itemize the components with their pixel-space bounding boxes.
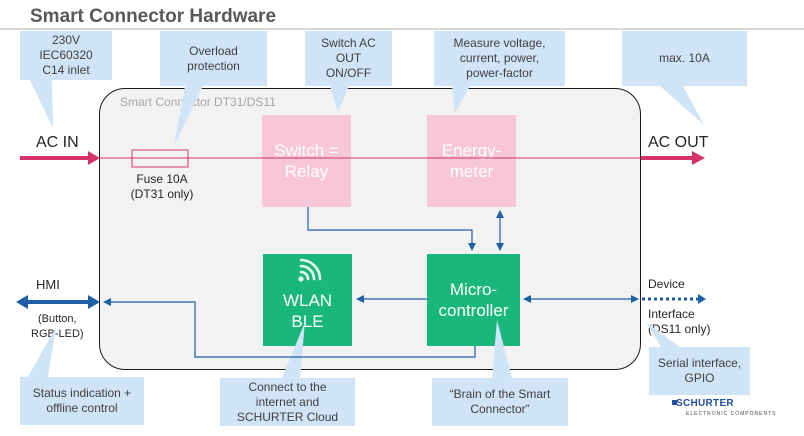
- energy-meter-block: Energy- meter: [427, 115, 516, 207]
- callout-pointer-overload: [174, 86, 203, 146]
- callout-overload: Overload protection: [160, 31, 267, 86]
- switch-relay-block: Switch = Relay: [262, 115, 351, 207]
- fuse-label: Fuse 10A (DT31 only): [130, 172, 194, 201]
- schurter-logo-tagline: ELECTRONIC COMPONENTS: [686, 411, 777, 417]
- callout-pointer-ac-in: [30, 80, 53, 128]
- ac-in-label: AC IN: [36, 134, 79, 151]
- diagram-title: Smart Connector Hardware: [30, 6, 277, 27]
- callout-status: Status indication + offline control: [20, 377, 144, 425]
- hmi-arrowhead-left: [16, 295, 28, 309]
- fuse-symbol: [131, 149, 189, 168]
- callout-pointer-serial: [646, 322, 680, 347]
- callout-brain: “Brain of the Smart Connector”: [432, 378, 568, 426]
- callout-connect: Connect to the internet and SCHURTER Clo…: [220, 378, 355, 426]
- title-underline: [0, 28, 804, 30]
- callout-max-current: max. 10A: [622, 31, 747, 86]
- callout-pointer-measure: [452, 86, 470, 113]
- callout-switch: Switch AC OUT ON/OFF: [305, 31, 392, 86]
- callout-measure: Measure voltage, current, power, power-f…: [434, 31, 565, 86]
- relay-to-micro-line: [307, 207, 476, 251]
- device-interface-sub-label: Interface (DS11 only): [648, 307, 711, 336]
- callout-pointer-switch: [330, 86, 349, 113]
- micro-to-hmi-line: [103, 298, 476, 358]
- schurter-logo: SCHURTER: [676, 398, 734, 409]
- device-label: Smart Connector DT31/DS11: [120, 95, 276, 109]
- logo-square-icon: [672, 400, 677, 405]
- wlan-ble-block: WLAN BLE: [263, 254, 352, 346]
- callout-ac-inlet: 230V IEC60320 C14 inlet: [20, 31, 112, 80]
- microcontroller-block: Micro- controller: [427, 254, 520, 346]
- ac-in-arrowhead: [88, 151, 100, 165]
- callout-pointer-max: [660, 86, 704, 125]
- ac-out-arrowhead: [692, 151, 705, 165]
- wifi-icon: [298, 258, 322, 282]
- hmi-label: HMI: [36, 277, 60, 292]
- hmi-arrowhead-right: [88, 295, 100, 309]
- hmi-sub-label: (Button, RGB-LED): [31, 313, 84, 340]
- callout-pointer-brain: [492, 320, 512, 378]
- device-interface-arrowhead: [698, 294, 706, 304]
- device-interface-label: Device: [648, 277, 685, 291]
- callout-pointer-status: [28, 327, 56, 377]
- callout-serial: Serial interface, GPIO: [649, 347, 750, 395]
- device-enclosure: [99, 88, 641, 370]
- callout-pointer-connect: [282, 322, 305, 378]
- ac-out-label: AC OUT: [648, 134, 709, 151]
